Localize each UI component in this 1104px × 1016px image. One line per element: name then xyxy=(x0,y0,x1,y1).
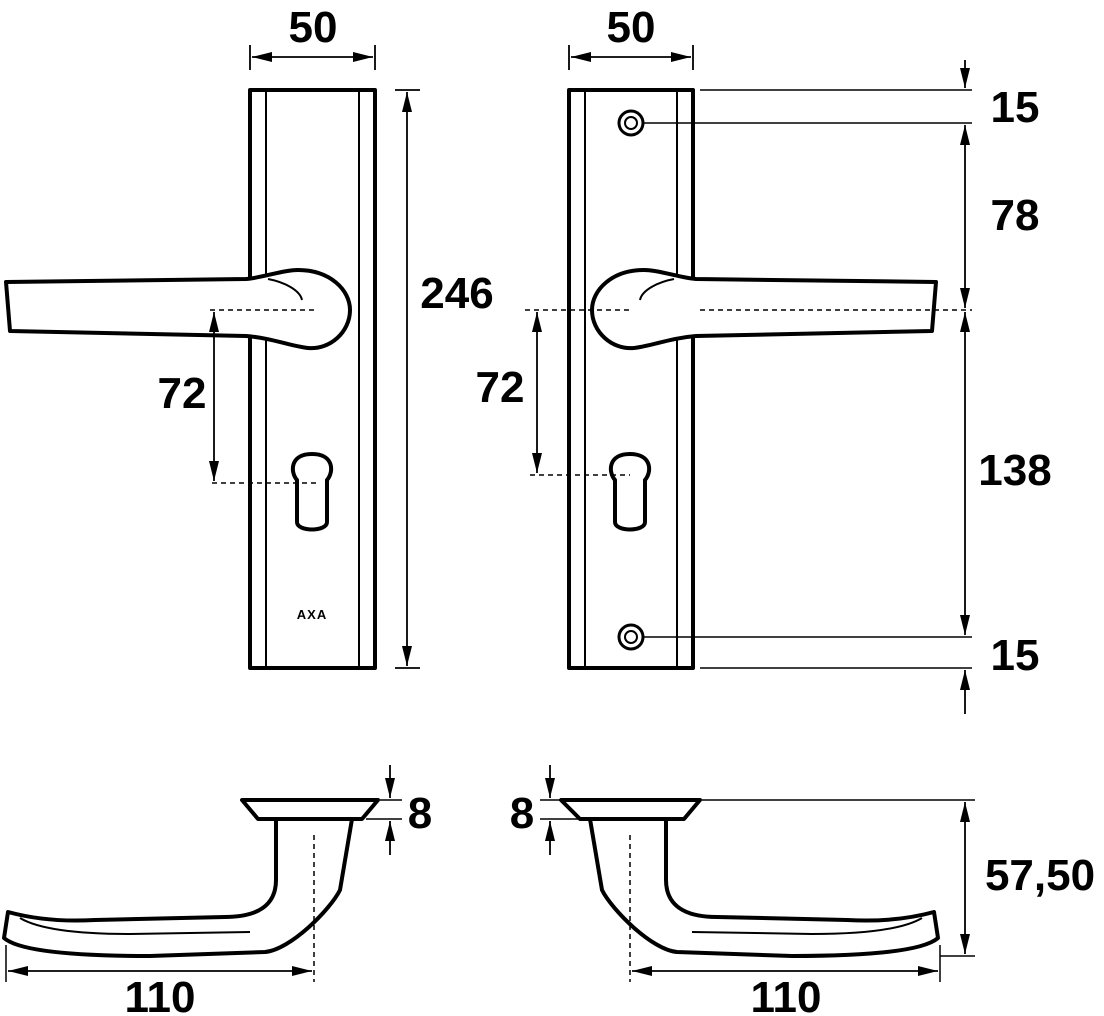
plate-height-label: 246 xyxy=(420,269,493,318)
back-lever-profile xyxy=(588,817,940,958)
top-screw-icon xyxy=(617,109,645,137)
back-rose-thickness-label: 8 xyxy=(510,789,534,838)
back-handle-length-label: 110 xyxy=(751,973,822,1016)
front-handle-length-label: 110 xyxy=(125,973,196,1016)
spindle-to-bottom-screw-label: 138 xyxy=(978,446,1051,495)
front-side-profile: 8 110 xyxy=(2,765,432,1016)
back-backplate xyxy=(567,88,695,670)
back-rose xyxy=(559,798,702,821)
bottom-screw-icon xyxy=(617,623,645,651)
bottom-screw-offset-label: 15 xyxy=(991,631,1040,680)
top-screw-to-spindle-label: 78 xyxy=(991,191,1040,240)
top-screw-offset-label: 15 xyxy=(991,83,1040,132)
front-keyhole xyxy=(290,452,334,532)
brand-logo: AXA xyxy=(297,607,327,622)
front-lever-profile xyxy=(2,817,354,958)
back-spindle-keyhole-label: 72 xyxy=(476,363,525,412)
back-width-label: 50 xyxy=(607,3,656,52)
front-backplate xyxy=(248,88,377,670)
handle-projection-label: 57,50 xyxy=(985,851,1095,900)
front-view: AXA 50 246 72 xyxy=(4,3,494,670)
back-side-profile: 8 57,50 110 xyxy=(510,765,1095,1016)
front-rose xyxy=(240,798,380,821)
back-keyhole xyxy=(608,452,652,532)
front-spindle-keyhole-label: 72 xyxy=(158,369,207,418)
front-rose-thickness-label: 8 xyxy=(408,789,432,838)
front-width-label: 50 xyxy=(289,3,338,52)
back-view: 50 72 15 78 138 15 xyxy=(476,3,1052,714)
front-handle-lever xyxy=(4,268,352,351)
back-handle-lever xyxy=(590,268,938,351)
